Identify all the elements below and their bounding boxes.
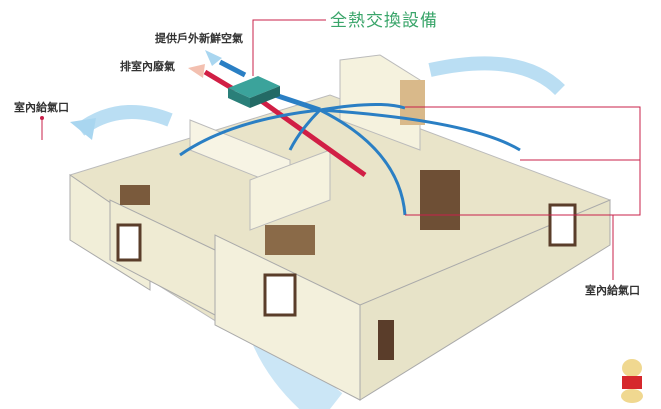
supply-duct-branch <box>319 102 406 112</box>
heat-exchanger-unit <box>228 76 280 98</box>
supply-duct-branch <box>319 108 407 216</box>
furniture <box>265 225 315 255</box>
fresh-air-supply-duct <box>274 92 321 113</box>
exhaust-return-duct <box>258 97 367 178</box>
furniture <box>420 170 460 230</box>
furniture <box>120 185 150 205</box>
heat-exchanger-unit-side <box>228 88 250 108</box>
window <box>263 273 297 317</box>
fresh-air-inlet-duct <box>218 59 247 78</box>
wall-interior <box>249 149 331 231</box>
exhaust-outlet-duct <box>203 69 237 93</box>
door <box>378 320 394 360</box>
label-supply-right: 室內給氣口 <box>585 284 640 297</box>
label-supply-left: 室內給氣口 <box>14 101 69 114</box>
heat-exchanger-unit-front <box>250 86 280 108</box>
supply-duct-branch <box>319 108 521 152</box>
supply-duct-branch <box>179 108 321 157</box>
exhaust-arrow-icon <box>188 64 205 78</box>
supply-duct-branch <box>288 108 322 151</box>
window <box>116 223 142 262</box>
label-exhaust: 排室內廢氣 <box>120 60 175 73</box>
callout-line-right <box>405 106 641 216</box>
wall-front-right <box>359 199 611 401</box>
airflow-arrowhead-left <box>70 118 96 140</box>
label-fresh-air: 提供戶外新鮮空氣 <box>155 32 243 45</box>
airflow-arrow-right <box>428 56 565 96</box>
diagram-title: 全熱交換設備 <box>330 11 438 31</box>
mascot-watermark-logo <box>621 359 643 403</box>
fresh-air-arrow-icon <box>205 50 222 66</box>
callout-line-title <box>252 19 326 76</box>
window <box>548 203 577 247</box>
